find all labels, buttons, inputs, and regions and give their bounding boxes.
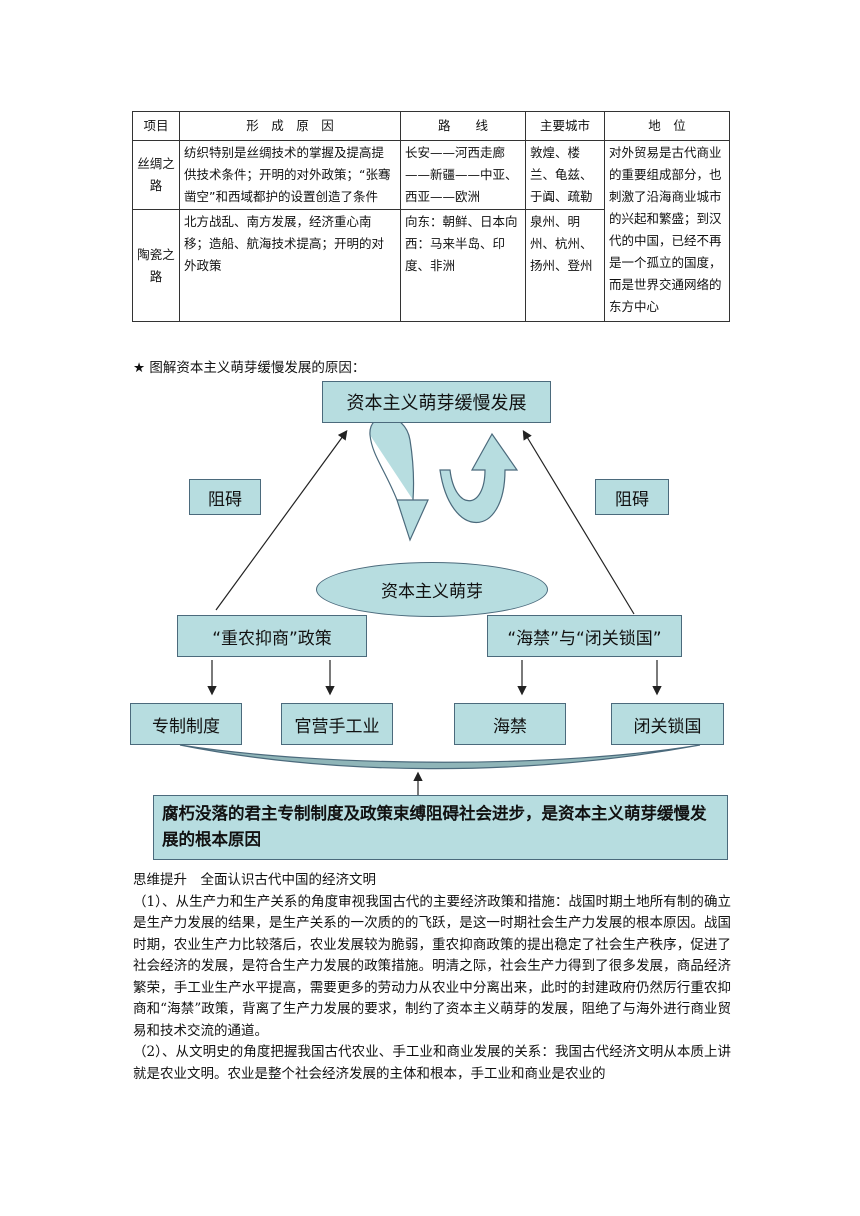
box-official-handicraft: 官营手工业 bbox=[281, 703, 393, 745]
box-closed-door: 闭关锁国 bbox=[611, 703, 724, 745]
table-row-silk-road: 丝绸之路 纺织特别是丝绸技术的掌握及提高提供技术条件；开明的对外政策；“张骞凿空… bbox=[132, 140, 730, 322]
header-cities: 主要城市 bbox=[525, 111, 605, 141]
bottom-swoosh bbox=[179, 744, 701, 770]
row-cities: 敦煌、楼兰、龟兹、于阗、疏勒 bbox=[525, 140, 605, 210]
root-cause-box: 腐朽没落的君主专制制度及政策束缚阻碍社会进步，是资本主义萌芽缓慢发展的根本原因 bbox=[153, 795, 728, 860]
row-route: 向东：朝鲜、日本向西：马来半岛、印度、非洲 bbox=[400, 209, 526, 322]
center-ellipse: 资本主义萌芽 bbox=[316, 562, 548, 617]
table-row-ceramic-road: 陶瓷之路 北方战乱、南方发展，经济重心南移；造船、航海技术提高；开明的对外政策 … bbox=[132, 209, 730, 322]
header-item: 项目 bbox=[132, 111, 180, 141]
hinder-left-box: 阻碍 bbox=[189, 479, 261, 515]
row-cities: 泉州、明州、杭州、扬州、登州 bbox=[525, 209, 605, 322]
diagram-heading: ★ 图解资本主义萌芽缓慢发展的原因： bbox=[133, 360, 366, 376]
row-status: 对外贸易是古代商业的重要组成部分，也刺激了沿海商业城市的兴起和繁盛；到汉代的中国… bbox=[604, 140, 730, 322]
box-sea-ban: 海禁 bbox=[454, 703, 566, 745]
row-cause: 北方战乱、南方发展，经济重心南移；造船、航海技术提高；开明的对外政策 bbox=[179, 209, 401, 322]
essay-paragraph-2: （2）、从文明史的角度把握我国古代农业、手工业和商业发展的关系：我国古代经济文明… bbox=[133, 1044, 731, 1082]
header-cause: 形 成 原 因 bbox=[179, 111, 401, 141]
curved-up-arrow bbox=[439, 432, 519, 524]
essay-section: 思维提升 全面认识古代中国的经济文明 （1）、从生产力和生产关系的角度审视我国古… bbox=[133, 870, 731, 1085]
top-result-box: 资本主义萌芽缓慢发展 bbox=[322, 381, 551, 423]
essay-paragraph-1: （1）、从生产力和生产关系的角度审视我国古代的主要经济政策和措施：战国时期土地所… bbox=[133, 893, 731, 1039]
row-cause: 纺织特别是丝绸技术的掌握及提高提供技术条件；开明的对外政策；“张骞凿空”和西域都… bbox=[179, 140, 401, 210]
silk-road-table: 项目 形 成 原 因 路 线 主要城市 地 位 丝绸之路 纺织特别是丝绸技术的掌… bbox=[132, 111, 730, 322]
policy-right-box: “海禁”与“闭关锁国” bbox=[487, 615, 682, 657]
row-route: 长安——河西走廊——新疆——中亚、西亚——欧洲 bbox=[400, 140, 526, 210]
arrow-right-diagonal bbox=[522, 429, 635, 615]
box-autocracy: 专制制度 bbox=[130, 703, 242, 745]
curved-down-arrow bbox=[369, 416, 429, 542]
hinder-right-box: 阻碍 bbox=[595, 479, 669, 515]
arrow-left-diagonal bbox=[215, 430, 348, 611]
policy-left-box: “重农抑商”政策 bbox=[177, 615, 367, 657]
header-status: 地 位 bbox=[604, 111, 730, 141]
row-name: 陶瓷之路 bbox=[132, 209, 180, 322]
table-header-row: 项目 形 成 原 因 路 线 主要城市 地 位 bbox=[132, 111, 730, 141]
essay-title: 思维提升 全面认识古代中国的经济文明 bbox=[133, 872, 376, 888]
